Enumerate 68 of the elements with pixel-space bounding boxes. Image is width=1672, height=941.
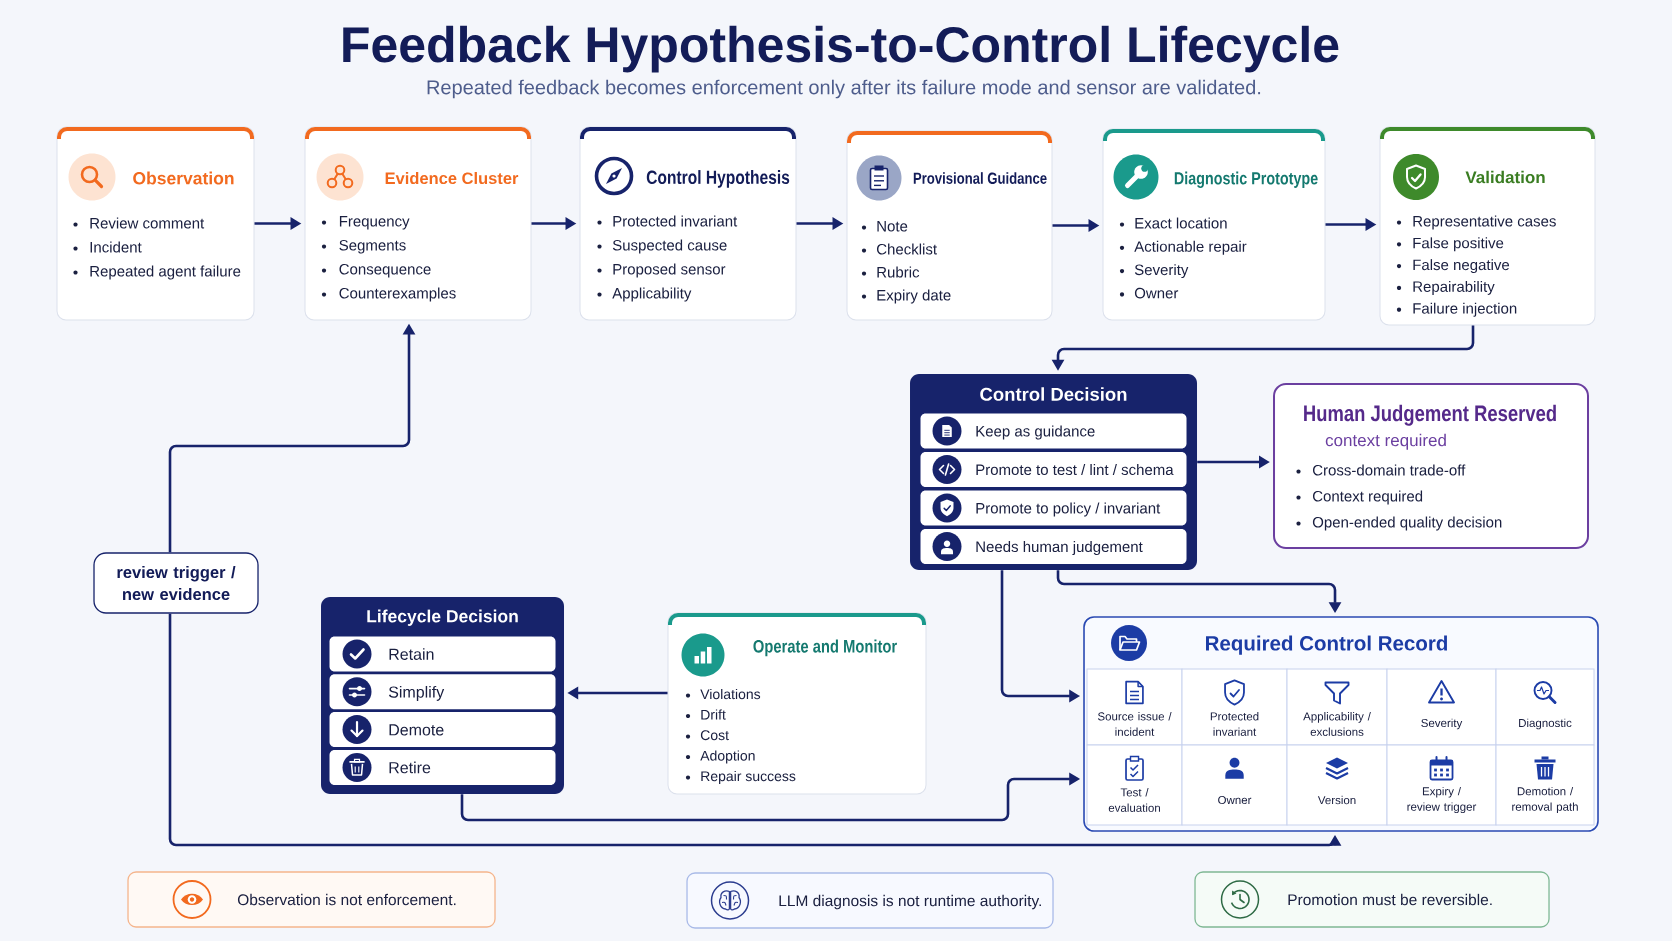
note-box: Promotion must be reversible. (1194, 871, 1550, 928)
node-label: Simplify (388, 685, 445, 701)
panel-title: Required Control Record (1206, 635, 1447, 655)
panel-title: Lifecycle Decision (367, 609, 518, 626)
card-title: Evidence Cluster (385, 172, 519, 185)
record-cell: Protected invariant (1181, 668, 1288, 746)
option-row: Promote to policy / invariant (920, 490, 1187, 526)
record-cell: Source issue / incident (1086, 668, 1183, 746)
option-row: Retain (329, 636, 556, 672)
list-item: Suspected cause (612, 239, 727, 254)
option-row: Promote to test / lint / schema (920, 452, 1187, 487)
card-title: Diagnostic Prototype (1174, 171, 1318, 188)
panel-title: Human Judgement Reserved (1304, 404, 1556, 426)
list-item: Consequence (339, 263, 431, 278)
option-row: Demote (329, 712, 556, 748)
list-item: Segments (339, 239, 406, 254)
list-item: Representative cases (1413, 215, 1556, 230)
record-cell: Severity (1386, 668, 1497, 746)
list-item: Owner (1134, 287, 1179, 299)
note-box: LLM diagnosis is not runtime authority. (686, 872, 1054, 929)
list-item: Counterexamples (339, 287, 456, 302)
list-item: Expiry date (877, 289, 951, 304)
record-cell: Demotion / removal path (1495, 744, 1595, 826)
panel-title: Control Decision (980, 387, 1127, 401)
card-title: Observation (133, 171, 234, 185)
list-item: Violations (700, 688, 761, 700)
list-item: Protected invariant (613, 215, 738, 227)
record-cell: Expiry / review trigger (1386, 744, 1497, 826)
subtitle: Repeated feedback becomes enforcement only after its failure mode and sensor are validated. (427, 79, 1261, 99)
card-title: Operate and Monitor (753, 639, 897, 657)
list-item: False positive (1413, 237, 1504, 252)
list-item: Proposed sensor (613, 263, 726, 278)
list-item: Cost (700, 730, 729, 741)
card-title: Validation (1465, 170, 1545, 184)
list-item: Rubric (877, 266, 920, 278)
card-title: Control Hypothesis (646, 170, 790, 188)
record-cell: Version (1286, 744, 1388, 826)
list-item: Repairability (1413, 280, 1495, 295)
record-cell: Owner (1181, 744, 1288, 826)
list-item: Failure injection (1413, 302, 1517, 317)
list-item: False negative (1413, 259, 1510, 274)
list-item: Applicability (612, 287, 692, 302)
list-item: Frequency (339, 216, 410, 230)
list-item: Repair success (701, 770, 796, 784)
list-item: Severity (1134, 264, 1189, 279)
list-item: Actionable repair (1134, 240, 1247, 255)
option-row: Needs human judgement (920, 529, 1187, 564)
list-item: Note (877, 221, 908, 232)
record-cell: Applicability / exclusions (1286, 668, 1388, 746)
card-title: Provisional Guidance (913, 172, 1047, 184)
label-box: review trigger / new evidence (93, 552, 259, 614)
record-cell: Test / evaluation (1086, 744, 1183, 826)
list-item: Drift (701, 709, 726, 720)
panel-subtitle: context required (1325, 433, 1446, 450)
list-item: Exact location (1135, 217, 1227, 229)
title: Feedback Hypothesis-to-Control Lifecycle (343, 25, 1339, 73)
note-box: Observation is not enforcement. (127, 871, 496, 928)
list-item: Incident (90, 241, 142, 253)
list-item: Review comment (90, 217, 205, 229)
record-cell: Diagnostic (1495, 668, 1595, 746)
list-item: Open-ended quality decision (1312, 516, 1502, 531)
option-row: Simplify (329, 674, 556, 710)
list-item: Checklist (877, 243, 937, 255)
list-item: Cross-domain trade-off (1313, 464, 1466, 476)
option-row: Keep as guidance (920, 413, 1187, 449)
list-item: Context required (1313, 490, 1423, 505)
list-item: Adoption (700, 750, 755, 764)
list-item: Repeated agent failure (90, 265, 241, 280)
